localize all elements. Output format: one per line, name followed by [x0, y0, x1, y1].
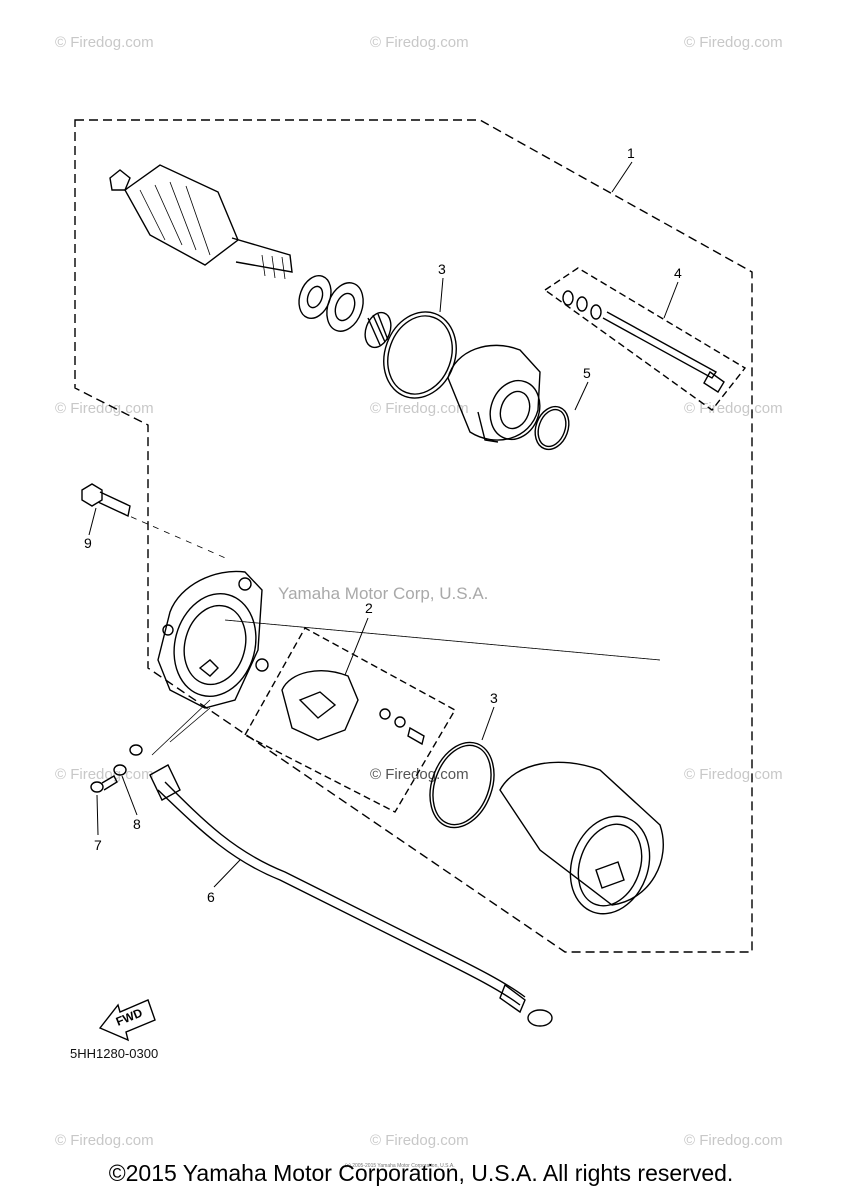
callout-3-upper: 3 — [438, 261, 446, 277]
callout-1: 1 — [627, 145, 635, 161]
callout-2: 2 — [365, 600, 373, 616]
watermark: © Firedog.com — [684, 766, 783, 783]
through-bolt — [562, 290, 725, 393]
watermark: © Firedog.com — [684, 34, 783, 51]
watermark: © Firedog.com — [55, 1132, 154, 1149]
washer-8 — [113, 744, 143, 776]
diagram-code: 5HH1280-0300 — [70, 1046, 159, 1061]
callout-8: 8 — [133, 816, 141, 832]
brush-holder-boundary — [244, 627, 456, 813]
watermark: © Firedog.com — [370, 1132, 469, 1149]
watermark: © Firedog.com — [684, 1132, 783, 1149]
callout-3-lower: 3 — [490, 690, 498, 706]
o-ring-5 — [534, 405, 570, 451]
needle-bearing — [364, 311, 392, 349]
bolt-set-boundary — [543, 267, 747, 411]
o-ring-lower — [429, 741, 495, 829]
watermark: © Firedog.com — [370, 400, 469, 417]
fwd-arrow-icon — [98, 999, 156, 1042]
callout-5: 5 — [583, 365, 591, 381]
front-cover — [447, 344, 541, 443]
assembly-boundary — [74, 119, 753, 953]
watermark: © Firedog.com — [55, 34, 154, 51]
watermark: © Firedog.com — [55, 400, 154, 417]
tiny-copyright: (c) 2005-2015 Yamaha Motor Corporation, … — [345, 1163, 455, 1169]
callout-7: 7 — [94, 837, 102, 853]
watermark: © Firedog.com — [684, 400, 783, 417]
watermark: © Firedog.com — [55, 766, 154, 783]
corp-watermark: Yamaha Motor Corp, U.S.A. — [278, 584, 489, 603]
copyright-footer: ©2015 Yamaha Motor Corporation, U.S.A. A… — [108, 1160, 734, 1186]
yoke — [499, 761, 664, 915]
callout-6: 6 — [207, 889, 215, 905]
callout-9: 9 — [84, 535, 92, 551]
brush-holder — [281, 670, 425, 746]
screw-7 — [90, 775, 118, 793]
callout-4: 4 — [674, 265, 682, 281]
bearing — [326, 282, 364, 332]
armature — [109, 164, 293, 280]
lead-wire — [149, 764, 553, 1027]
watermark: © Firedog.com — [370, 34, 469, 51]
bolt-9 — [81, 483, 131, 518]
rear-cover — [157, 570, 269, 709]
watermark: © Firedog.com — [370, 766, 469, 783]
